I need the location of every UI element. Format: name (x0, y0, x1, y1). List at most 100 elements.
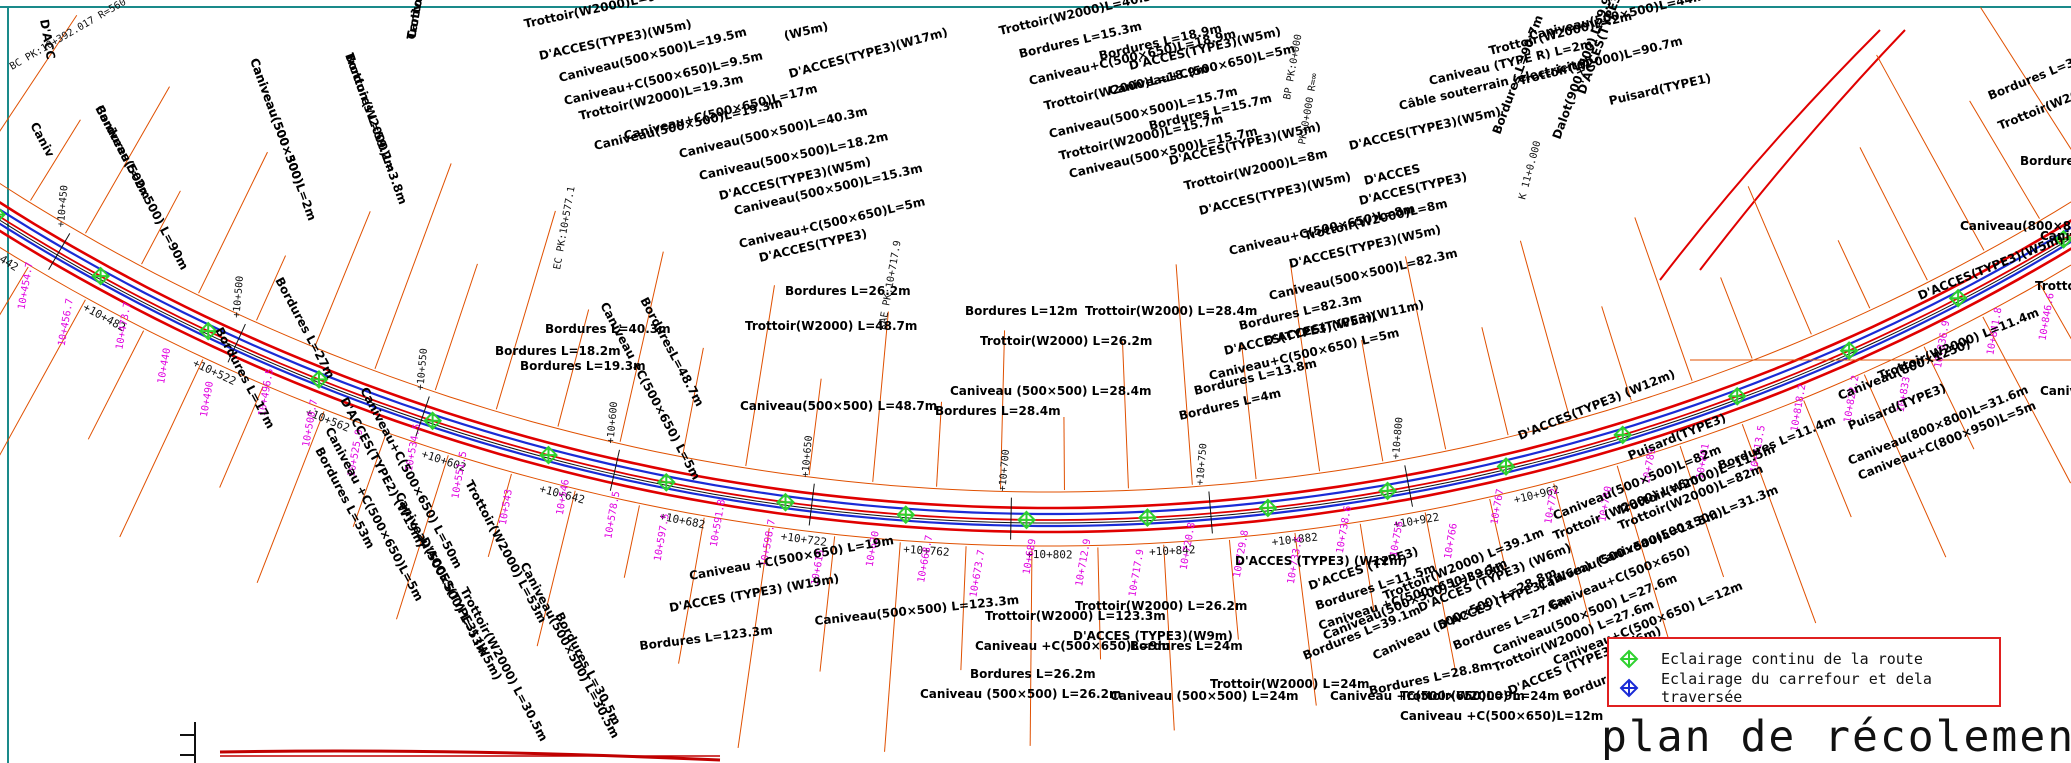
curve-data-label: EC PK:10+577.1 (552, 186, 577, 271)
branch-edge-2 (1699, 29, 1906, 271)
callout-leader (745, 285, 775, 467)
legend-label-continuous: Eclairage continu de la route (1661, 650, 1923, 668)
sidewalk-line-inner (0, 246, 2071, 547)
tick-mark (48, 233, 71, 270)
callout-leader (1294, 532, 1317, 706)
callout-leader (1359, 523, 1375, 611)
annotation-l113: Trottoir(W2000) L=11.4m (1876, 305, 2041, 383)
callout-leader (1634, 217, 1693, 381)
callout-leader (1228, 539, 1239, 640)
callout-leader (395, 455, 449, 620)
annotation-l75: Caniveau (500×500) L=26.2m (920, 687, 1121, 701)
callout-leader (872, 311, 889, 482)
lighting-markers (0, 208, 2071, 530)
station-label: 10+500.7 (301, 399, 320, 448)
annotation-l76: Trottoir(W2000) L=26.2m (1075, 599, 1247, 613)
callout-leader (256, 255, 287, 321)
tick-mark (415, 396, 430, 437)
callout-leader (536, 490, 576, 647)
callout-leader (1720, 277, 1753, 359)
lighting-marker (1839, 341, 1859, 361)
callout-leader (1029, 547, 1033, 746)
annotation-l86: Caniveau +C(500×650)L=12m (1400, 709, 1603, 723)
tick-label: +10+500 (231, 275, 246, 318)
callout-leader (1424, 512, 1457, 672)
annotation-l122: Trottoir (2035, 279, 2071, 293)
scale-road-edge (219, 749, 721, 762)
annotation-l110: Bordures L=11.4m (1716, 413, 1838, 473)
callout-leader (1163, 544, 1175, 731)
callout-leader (256, 411, 325, 584)
callout-leader (1923, 346, 1975, 450)
legend-label-crossing: Eclairage du carrefour et dela traversée (1661, 670, 1932, 706)
callout-leader (819, 536, 836, 672)
callout-leader (999, 330, 1006, 490)
lighting-marker (309, 369, 329, 389)
callout-leader (1741, 424, 1817, 624)
annotation-l121: Caniveau(800 (2040, 229, 2071, 243)
annotation-l77: D'ACCES (TYPE3)(W9m) (1073, 629, 1233, 643)
tick-label: +10+550 (415, 348, 430, 391)
callout-leader (1969, 100, 2040, 219)
callout-leader (1290, 264, 1321, 472)
tick-label: +10+600 (606, 401, 621, 444)
chainage-label: +10+722 (780, 530, 828, 549)
lighting-marker (1613, 425, 1633, 445)
station-label: 10+766 (1443, 522, 1460, 559)
annotation-l49: Trottoir(W2000) L=48.7m (745, 319, 917, 333)
station-label: 10+597.5 (653, 513, 672, 562)
branch-edge (1659, 29, 1881, 281)
annotation-l80: D'ACCES (TYPE3) (W12m) (1235, 554, 1407, 568)
annotation-l40: Puisard(TYPE1) (1608, 71, 1713, 108)
station-label: 10+591.8 (709, 499, 728, 548)
callout-leader (808, 378, 822, 476)
tick-label: +10+800 (1391, 417, 1406, 460)
curve-data-label: PK:0+000 R=∞ (1297, 72, 1320, 145)
marker-diamond (0, 208, 6, 221)
callout-leader (1601, 306, 1632, 401)
road-edge-inner (0, 229, 2071, 534)
annotation-l141: Trottoir(W2000)L=3.8m (342, 51, 410, 206)
annotation-l45: Trottoir(W2000) L=26.2m (980, 334, 1152, 348)
annotation-l47: Bordures L=28.4m (935, 404, 1061, 418)
callout-leader (1404, 256, 1447, 450)
legend-item-crossing: Eclairage du carrefour et dela traversée (1619, 670, 1999, 706)
annotation-labels: 10+381.510+389.510+39910+448.710+454.710… (8, 0, 2071, 744)
annotation-l81: Trottoir(W2000) L=24m (1210, 677, 1369, 691)
callout-leader (374, 163, 452, 369)
chainage-label: +10+802 (1026, 548, 1073, 562)
lighting-marker (776, 492, 795, 512)
callout-leader (1122, 341, 1129, 489)
callout-leader (1863, 374, 1947, 558)
annotation-l140: Caniveau(500×500)L=2m (247, 56, 319, 222)
lighting-marker (1258, 498, 1278, 518)
annotation-l43: Bordures L=12m (965, 304, 1078, 318)
lighting-marker (1378, 481, 1398, 501)
station-label: 10+543 (498, 488, 515, 525)
tick-mark (1404, 465, 1413, 507)
road-alignment (0, 29, 2071, 547)
annotation-l73: Caniveau +C(500×650)L=9m (975, 639, 1170, 653)
annotation-l85: Trottoir(W2000) L=24m (1400, 689, 1559, 703)
chainage-label: +10+762 (903, 543, 950, 559)
annotation-l46: Caniveau (500×500) L=28.4m (950, 384, 1151, 398)
page-title: plan de récolement. (1601, 712, 2071, 762)
callout-leader (119, 359, 204, 538)
tick-label: +10+750 (1195, 443, 1210, 486)
annotation-l120: Bordures L=56.1 (2020, 154, 2071, 168)
callout-leader (0, 14, 78, 132)
station-label: 10+490 (199, 381, 216, 418)
annotation-l72: Trottoir(W2000) L=123.3m (985, 609, 1166, 623)
callout-leader (1980, 7, 2071, 151)
callout-leader (141, 190, 181, 265)
legend-box: Eclairage continu de la route Eclairage … (1607, 637, 2001, 707)
station-label: 10+738.6 (1335, 505, 1354, 554)
tick-label: +10+650 (800, 435, 815, 478)
callout-leader (1361, 339, 1384, 462)
annotation-l78: Bordures L=24m (1130, 639, 1243, 653)
callout-leader (85, 86, 170, 234)
annotation-l55: Bordures L=19.3m (520, 359, 646, 373)
station-label: 10+846.6 (2038, 292, 2057, 341)
callout-leader (487, 473, 512, 557)
annotation-l117: Caniveau(800×800)L=31m (1960, 219, 2071, 233)
